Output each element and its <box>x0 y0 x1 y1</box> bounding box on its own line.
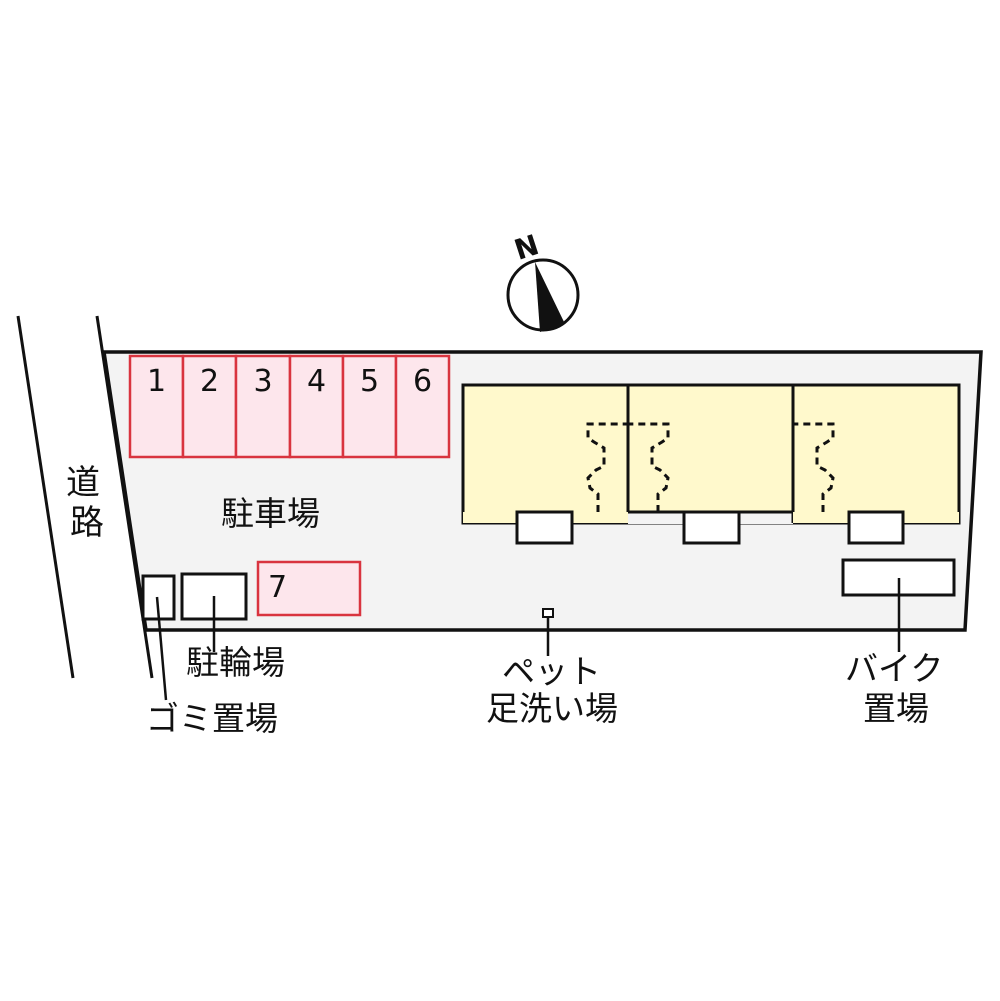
pet-wash-label-1: ペット <box>502 652 601 691</box>
parking-number-5: 5 <box>359 364 380 399</box>
parking-number-3: 3 <box>253 364 273 399</box>
pet-foot-wash-area[interactable] <box>542 608 554 618</box>
building <box>461 383 961 545</box>
bike-storage-label-2: 置場 <box>863 689 929 728</box>
entrance-1 <box>515 510 574 545</box>
parking-row <box>128 354 451 459</box>
parking-space-1[interactable] <box>128 354 185 459</box>
bicycle-parking-label: 駐輪場 <box>186 643 285 682</box>
parking-lot-label: 駐車場 <box>221 494 320 533</box>
parking-number-7: 7 <box>268 570 288 605</box>
pet-wash-label-2: 足洗い場 <box>486 689 618 728</box>
bike-storage-label-1: バイク <box>845 649 944 688</box>
parking-number-4: 4 <box>306 364 327 399</box>
parking-number-1: 1 <box>146 364 167 399</box>
garbage-area-label: ゴミ置場 <box>146 699 278 738</box>
parking-space-6[interactable] <box>394 354 451 459</box>
parking-number-2: 2 <box>199 364 220 399</box>
road-edge-left <box>16 315 75 679</box>
entrance-3 <box>847 510 905 545</box>
compass-icon <box>506 258 580 332</box>
road-label-2: 路 <box>70 503 104 543</box>
parking-space-3[interactable] <box>234 354 292 459</box>
entrance-2 <box>682 510 741 545</box>
road-label-1: 道 <box>66 463 100 503</box>
parking-number-6: 6 <box>412 364 433 399</box>
parking-space-2[interactable] <box>181 354 238 459</box>
parking-space-7[interactable] <box>256 560 362 617</box>
